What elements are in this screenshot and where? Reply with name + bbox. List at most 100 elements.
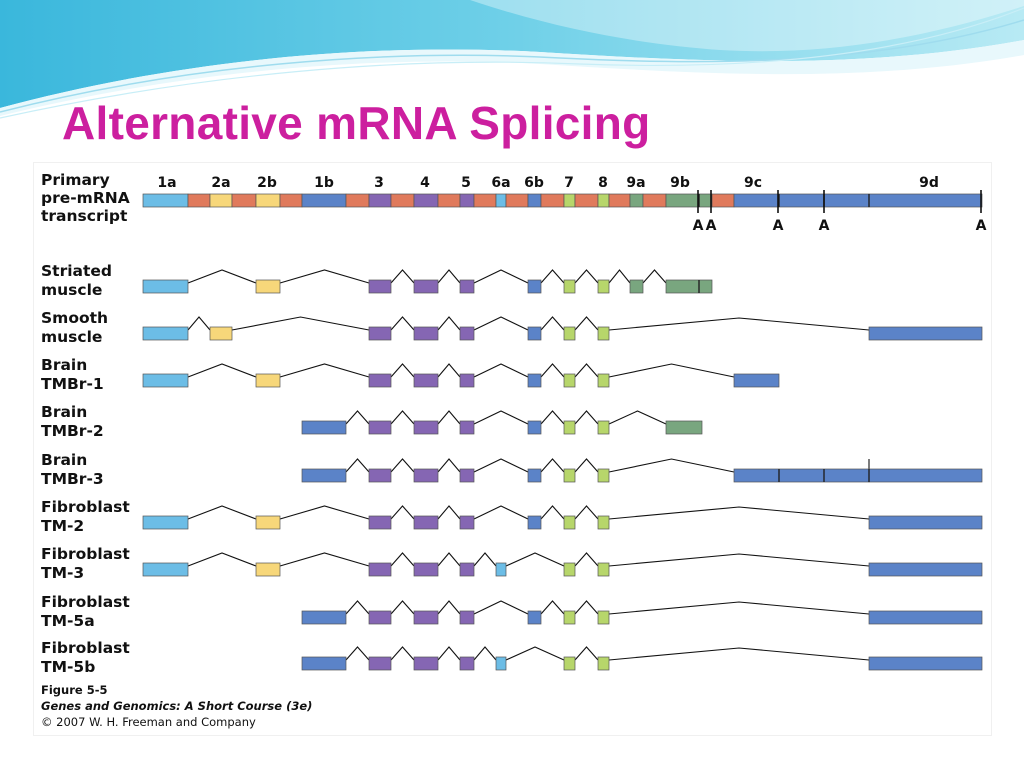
exon-1a — [142, 326, 189, 341]
spliced-intron — [608, 553, 870, 567]
exon-7 — [563, 420, 576, 435]
exon-8 — [597, 193, 610, 208]
exon-5 — [459, 373, 475, 388]
spliced-intron — [345, 646, 370, 661]
polya-site-label: A — [976, 218, 987, 234]
spliced-intron — [187, 505, 257, 520]
exon-1b — [301, 193, 347, 208]
spliced-intron — [540, 363, 565, 378]
label-line: pre-mRNA — [41, 189, 130, 207]
label-line: Fibroblast — [41, 545, 130, 563]
exon-6b — [527, 610, 542, 625]
spliced-intron — [390, 552, 415, 567]
exon-1b — [301, 468, 347, 483]
exon-label-9d: 9d — [919, 175, 939, 191]
spliced-intron — [608, 601, 870, 615]
intron-segment — [608, 193, 631, 208]
spliced-intron — [505, 646, 565, 661]
exon-label-9b: 9b — [670, 175, 690, 191]
label-line: Striated — [41, 262, 112, 280]
exon-label-6a: 6a — [491, 175, 510, 191]
exon-1b — [301, 656, 347, 671]
exon-label-8: 8 — [598, 175, 608, 191]
label-line: TM-3 — [41, 564, 84, 582]
exon-6b — [527, 373, 542, 388]
intron-segment — [187, 193, 211, 208]
spliced-intron — [540, 410, 565, 425]
intron-segment — [231, 193, 257, 208]
spliced-intron — [437, 600, 461, 615]
exon-9c — [733, 373, 780, 388]
exon-3 — [368, 420, 392, 435]
exon-7 — [563, 610, 576, 625]
intron-segment — [390, 193, 415, 208]
polya-site-label: A — [706, 218, 717, 234]
spliced-intron — [608, 269, 631, 284]
label-line: Brain — [41, 451, 87, 469]
exon-4 — [413, 468, 439, 483]
spliced-intron — [437, 505, 461, 520]
label-line: Fibroblast — [41, 639, 130, 657]
spliced-intron — [574, 410, 599, 425]
spliced-intron — [540, 505, 565, 520]
exon-1a — [142, 562, 189, 577]
exon-8 — [597, 562, 610, 577]
exon-4 — [413, 373, 439, 388]
slide-title: Alternative mRNA Splicing — [62, 97, 651, 149]
spliced-intron — [540, 458, 565, 473]
spliced-intron — [279, 552, 370, 567]
exon-2b — [255, 193, 281, 208]
exon-5 — [459, 562, 475, 577]
spliced-intron — [473, 646, 497, 661]
spliced-intron — [390, 600, 415, 615]
spliced-intron — [437, 410, 461, 425]
exon-3 — [368, 610, 392, 625]
exon-label-9c: 9c — [744, 175, 762, 191]
spliced-intron — [390, 269, 415, 284]
exon-4 — [413, 562, 439, 577]
exon-6b — [527, 279, 542, 294]
exon-7 — [563, 468, 576, 483]
exon-4 — [413, 193, 439, 208]
label-line: TMBr-3 — [41, 470, 104, 488]
exon-8 — [597, 610, 610, 625]
exon-3 — [368, 326, 392, 341]
spliced-intron — [473, 363, 529, 378]
exon-8 — [597, 420, 610, 435]
exon-7 — [563, 562, 576, 577]
exon-6b — [527, 193, 542, 208]
spliced-intron — [279, 363, 370, 378]
spliced-intron — [574, 458, 599, 473]
exon-label-3: 3 — [374, 175, 384, 191]
spliced-intron — [345, 600, 370, 615]
spliced-intron — [473, 552, 497, 567]
spliced-intron — [608, 458, 735, 473]
exon-9c — [733, 468, 870, 483]
exon-2b — [255, 373, 281, 388]
label-line: TMBr-2 — [41, 422, 104, 440]
exon-1b — [301, 610, 347, 625]
spliced-intron — [390, 410, 415, 425]
exon-1a — [142, 279, 189, 294]
spliced-intron — [187, 269, 257, 284]
exon-8 — [597, 515, 610, 530]
exon-3 — [368, 193, 392, 208]
spliced-intron — [437, 458, 461, 473]
spliced-intron — [505, 552, 565, 567]
spliced-intron — [231, 316, 370, 331]
spliced-intron — [574, 552, 599, 567]
spliced-intron — [540, 269, 565, 284]
